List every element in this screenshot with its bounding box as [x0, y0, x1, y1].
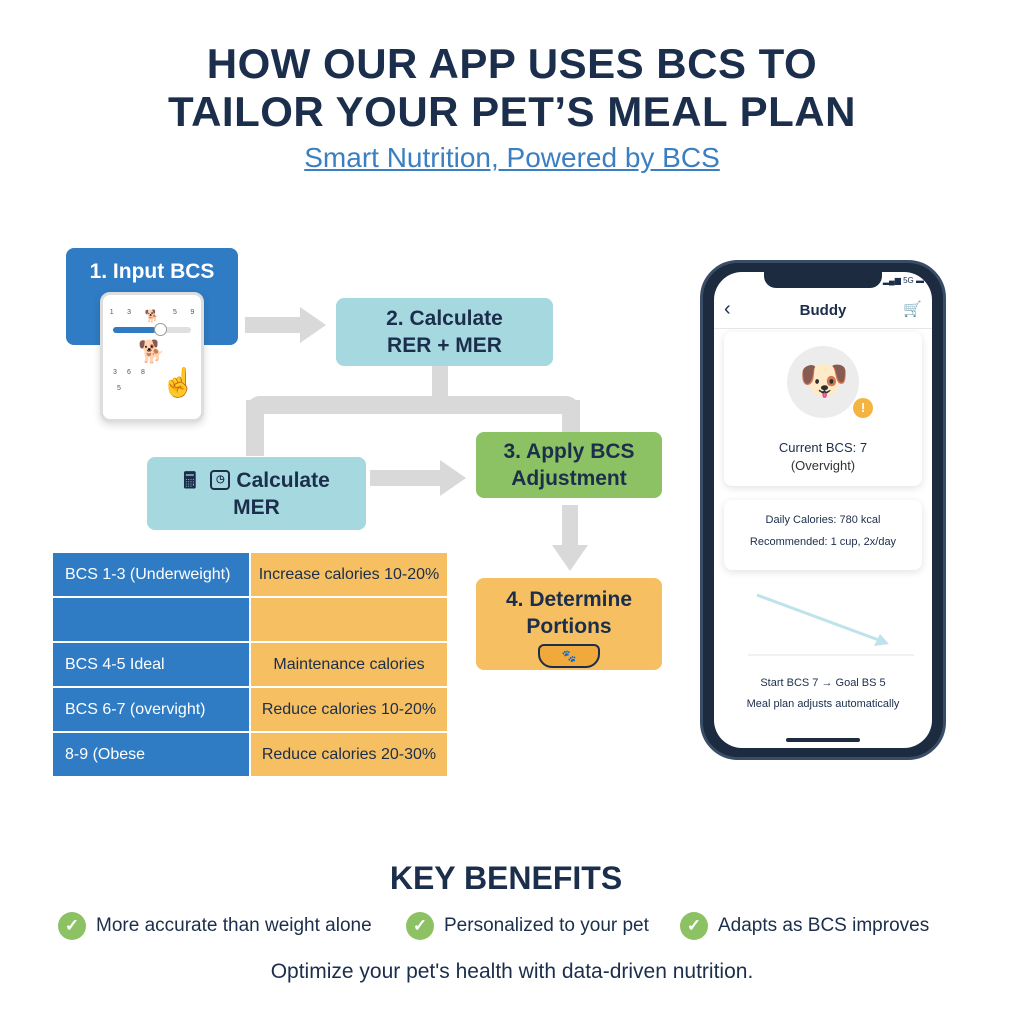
- table-cell-range: [53, 598, 249, 641]
- table-cell-range: BCS 6-7 (overvight): [53, 688, 249, 731]
- connector-horizontal: [246, 396, 580, 414]
- table-cell-action: Reduce calories 20-30%: [251, 733, 447, 776]
- warning-icon: !: [853, 398, 873, 418]
- pet-bowl-icon: 🐾: [538, 644, 600, 668]
- status-bar: ▂▄▆ 5G ▬: [882, 276, 924, 285]
- table-cell-action: Maintenance calories: [251, 643, 447, 686]
- connector-left-down: [246, 400, 264, 456]
- mer-label: Calculate: [236, 468, 330, 492]
- scale-icon: ◷: [210, 470, 231, 490]
- step-4-sublabel: Portions: [526, 615, 612, 638]
- page-subtitle[interactable]: Smart Nutrition, Powered by BCS: [304, 142, 720, 173]
- home-indicator: [786, 738, 860, 742]
- dial-label: 3: [113, 369, 117, 376]
- key-benefits-title: KEY BENEFITS: [389, 860, 623, 896]
- arrowhead: [552, 545, 588, 571]
- connector-arrow-1-2: [245, 317, 303, 333]
- dog-icon: 🐕: [144, 309, 160, 323]
- step-3-label: 3. Apply BCS: [503, 440, 635, 463]
- phone-screen: ▂▄▆ 5G ▬ ‹ Buddy 🛒 🐶 ! Current BCS: 7 (O…: [714, 272, 932, 748]
- hand-pointer-icon: ☝: [161, 367, 196, 398]
- step-2-sublabel: RER + MER: [387, 334, 502, 357]
- pet-avatar: 🐶 !: [787, 346, 873, 418]
- cart-icon[interactable]: 🛒: [903, 301, 922, 318]
- pet-status-card: 🐶 ! Current BCS: 7 (Overvight): [724, 332, 922, 486]
- benefit-item: ✓ Personalized to your pet: [406, 912, 649, 940]
- step-3-sublabel: Adjustment: [511, 467, 627, 490]
- goal-progress: Start BCS 7 → Goal BS 5: [760, 677, 886, 689]
- table-cell-range: 8-9 (Obese: [53, 733, 249, 776]
- step-4-label: 4. Determine: [505, 588, 633, 611]
- dial-label: 5: [117, 385, 121, 392]
- dog-icon: 🐕: [138, 339, 166, 364]
- calorie-card: Daily Calories: 780 kcal Recommended: 1 …: [724, 500, 922, 570]
- notch: [764, 272, 882, 288]
- table-cell-action: [251, 598, 447, 641]
- benefit-label: Personalized to your pet: [444, 915, 649, 936]
- slider-thumb[interactable]: [153, 323, 167, 336]
- connector-split: [432, 366, 448, 402]
- benefit-label: Adapts as BCS improves: [718, 915, 930, 936]
- page-title-line2: TAILOR YOUR PET’S MEAL PLAN: [168, 88, 856, 135]
- connector-arrow-mer-3: [370, 470, 442, 486]
- dial-label: 8: [141, 369, 145, 376]
- arrowhead: [300, 307, 326, 343]
- benefit-item: ✓ Adapts as BCS improves: [680, 912, 929, 940]
- auto-adjust-note: Meal plan adjusts automatically: [746, 698, 900, 710]
- scale-label: 1: [109, 309, 114, 316]
- step-1-label: 1. Input BCS: [89, 260, 215, 283]
- scale-label: 3: [127, 309, 132, 316]
- arrowhead: [440, 460, 466, 496]
- step-2-calculate-rer-mer: 2. Calculate RER + MER: [336, 298, 553, 366]
- scale-label: 5: [172, 309, 177, 316]
- mer-sublabel: MER: [233, 495, 280, 519]
- check-icon: ✓: [406, 912, 434, 940]
- check-icon: ✓: [680, 912, 708, 940]
- current-bcs: Current BCS: 7: [778, 440, 868, 455]
- daily-calories: Daily Calories: 780 kcal: [765, 514, 881, 526]
- step-3-apply-bcs-adjustment: 3. Apply BCS Adjustment: [476, 432, 662, 498]
- connector-right-down: [562, 400, 580, 432]
- network-status: 5G: [903, 276, 914, 285]
- bcs-slider[interactable]: [113, 323, 191, 336]
- pet-name-header: Buddy: [799, 302, 847, 319]
- table-cell-action: Increase calories 10-20%: [251, 553, 447, 596]
- page-title-line1: HOW OUR APP USES BCS TO: [206, 40, 818, 87]
- scale-label: 9: [190, 309, 195, 316]
- trend-arrowhead: [874, 634, 889, 646]
- calculator-icon: 🖩: [183, 467, 197, 493]
- dial-label: 6: [127, 369, 131, 376]
- table-cell-action: Reduce calories 10-20%: [251, 688, 447, 731]
- benefit-item: ✓ More accurate than weight alone: [58, 912, 372, 940]
- table-cell-range: BCS 4-5 Ideal: [53, 643, 249, 686]
- check-icon: ✓: [58, 912, 86, 940]
- step-2-label: 2. Calculate: [386, 307, 503, 330]
- footer-tagline: Optimize your pet's health with data-dri…: [270, 960, 754, 983]
- step-4-determine-portions: 4. Determine Portions 🐾: [476, 578, 662, 670]
- bcs-slider-card: 1 3 🐕 5 9 🐕 3 6 8 5 ☝: [100, 292, 204, 422]
- dog-face-icon: 🐶: [799, 359, 849, 403]
- bcs-progress-graph: [748, 593, 914, 656]
- calculate-mer-box: 🖩 ◷ Calculate MER: [147, 457, 366, 530]
- table-cell-range: BCS 1-3 (Underweight): [53, 553, 249, 596]
- bcs-adjustment-table: BCS 1-3 (Underweight) Increase calories …: [53, 553, 447, 776]
- recommended-portion: Recommended: 1 cup, 2x/day: [749, 536, 897, 548]
- trend-arrow: [756, 593, 885, 644]
- benefit-label: More accurate than weight alone: [96, 915, 372, 936]
- connector-arrow-3-4: [562, 505, 578, 547]
- back-icon[interactable]: ‹: [724, 298, 731, 320]
- bcs-status: (Overvight): [790, 458, 856, 473]
